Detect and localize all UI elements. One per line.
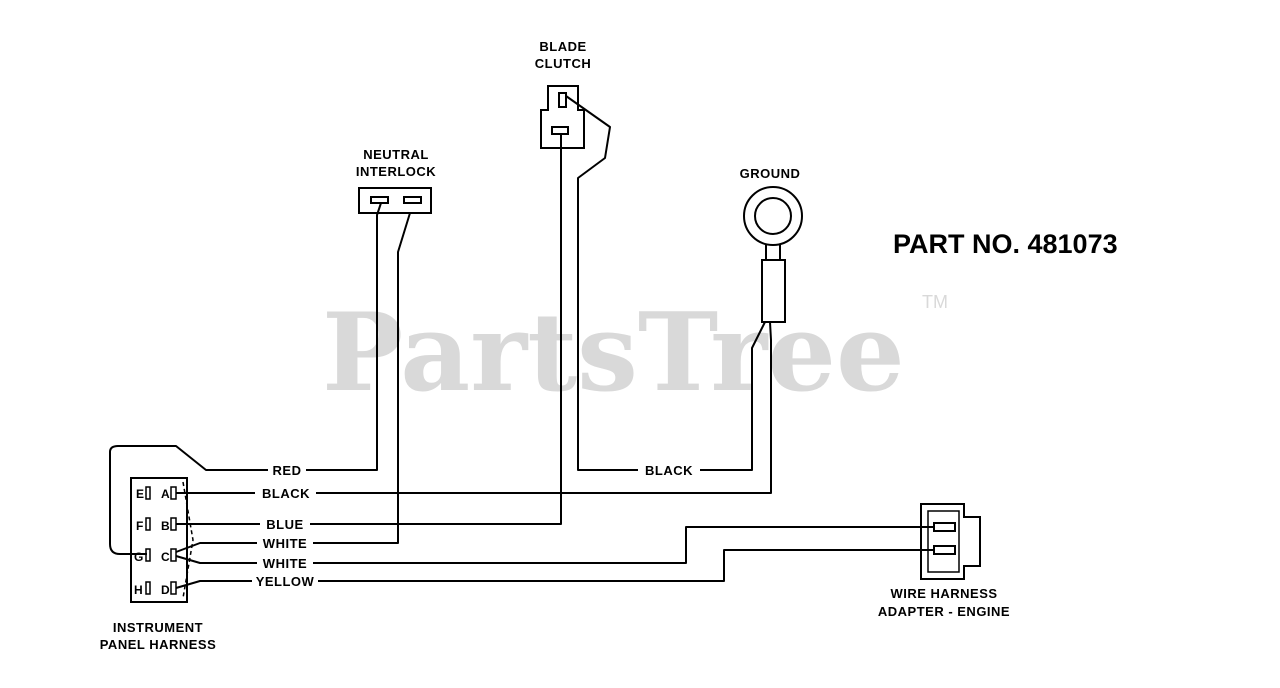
watermark-brand: PartsTree [322, 290, 905, 416]
wire-label-white-2: WHITE [263, 556, 307, 571]
ground-terminal: GROUND [740, 166, 803, 323]
wire-white-1-left [175, 542, 257, 553]
harness-label-line1: INSTRUMENT [113, 620, 203, 635]
pin-f [145, 517, 151, 531]
pin-f-label: F [136, 519, 143, 533]
blade-clutch-terminal-bottom [551, 126, 569, 135]
neutral-interlock-connector: NEUTRAL INTERLOCK [356, 147, 436, 214]
wire-black-a-right [316, 321, 772, 494]
blade-clutch-label-line1: BLADE [539, 39, 586, 54]
wire-label-yellow: YELLOW [256, 574, 315, 589]
wire-harness-adapter-connector: WIRE HARNESS ADAPTER - ENGINE [878, 503, 1010, 619]
adapter-inner-outline [927, 510, 960, 573]
neutral-interlock-label-line1: NEUTRAL [363, 147, 429, 162]
wire-white-1-right [313, 212, 411, 544]
watermark-tm: TM [922, 292, 948, 312]
pin-c-label: C [161, 550, 170, 564]
adapter-body [920, 503, 981, 580]
wire-red-left [109, 445, 268, 555]
ground-ring-neck [765, 244, 781, 260]
wire-label-red: RED [273, 463, 302, 478]
watermark: PartsTree TM [322, 290, 948, 416]
wire-label-black-ground: BLACK [645, 463, 693, 478]
pin-a-label: A [161, 487, 170, 501]
blade-clutch-connector: BLADE CLUTCH [535, 39, 591, 149]
wire-yellow-left [175, 580, 252, 589]
part-number: PART NO. 481073 [893, 229, 1118, 259]
neutral-interlock-terminal-left [370, 196, 389, 204]
pin-g-label: G [134, 550, 143, 564]
wire-white-2-left [175, 555, 257, 564]
wire-black-ground-left [565, 95, 638, 471]
harness-dashed-edge [182, 481, 194, 599]
wire-red-right [306, 202, 382, 471]
pin-h [145, 581, 151, 595]
wire-label-black-a: BLACK [262, 486, 310, 501]
ground-crimp-sleeve [761, 259, 786, 323]
harness-label-line2: PANEL HARNESS [100, 637, 217, 652]
pin-b-label: B [161, 519, 170, 533]
harness-body [130, 477, 188, 603]
pin-d-label: D [161, 583, 170, 597]
instrument-panel-harness: E F G H A B C D INSTRUMENT PANEL HARNESS [100, 477, 217, 652]
wire-white-2-right [313, 526, 934, 564]
neutral-interlock-terminal-right [403, 196, 422, 204]
pin-e-label: E [136, 487, 144, 501]
pin-h-label: H [134, 583, 143, 597]
ground-ring-inner [754, 197, 792, 235]
blade-clutch-terminal-top [558, 92, 567, 108]
wire-label-white-1: WHITE [263, 536, 307, 551]
adapter-label-line2: ADAPTER - ENGINE [878, 604, 1010, 619]
wire-blue-right [310, 134, 562, 525]
pin-c [170, 548, 177, 562]
wire-label-blue: BLUE [266, 517, 303, 532]
blade-clutch-label-line2: CLUTCH [535, 56, 591, 71]
ground-label: GROUND [740, 166, 801, 181]
wire-yellow-right [318, 549, 934, 582]
adapter-label-line1: WIRE HARNESS [890, 586, 997, 601]
wires [109, 95, 934, 589]
adapter-terminal-top [933, 522, 956, 532]
wire-black-ground-right [700, 321, 766, 471]
adapter-terminal-bottom [933, 545, 956, 555]
pin-e [145, 486, 151, 500]
wire-labels: RED BLACK BLUE WHITE WHITE YELLOW BLACK [256, 463, 693, 589]
neutral-interlock-label-line2: INTERLOCK [356, 164, 436, 179]
